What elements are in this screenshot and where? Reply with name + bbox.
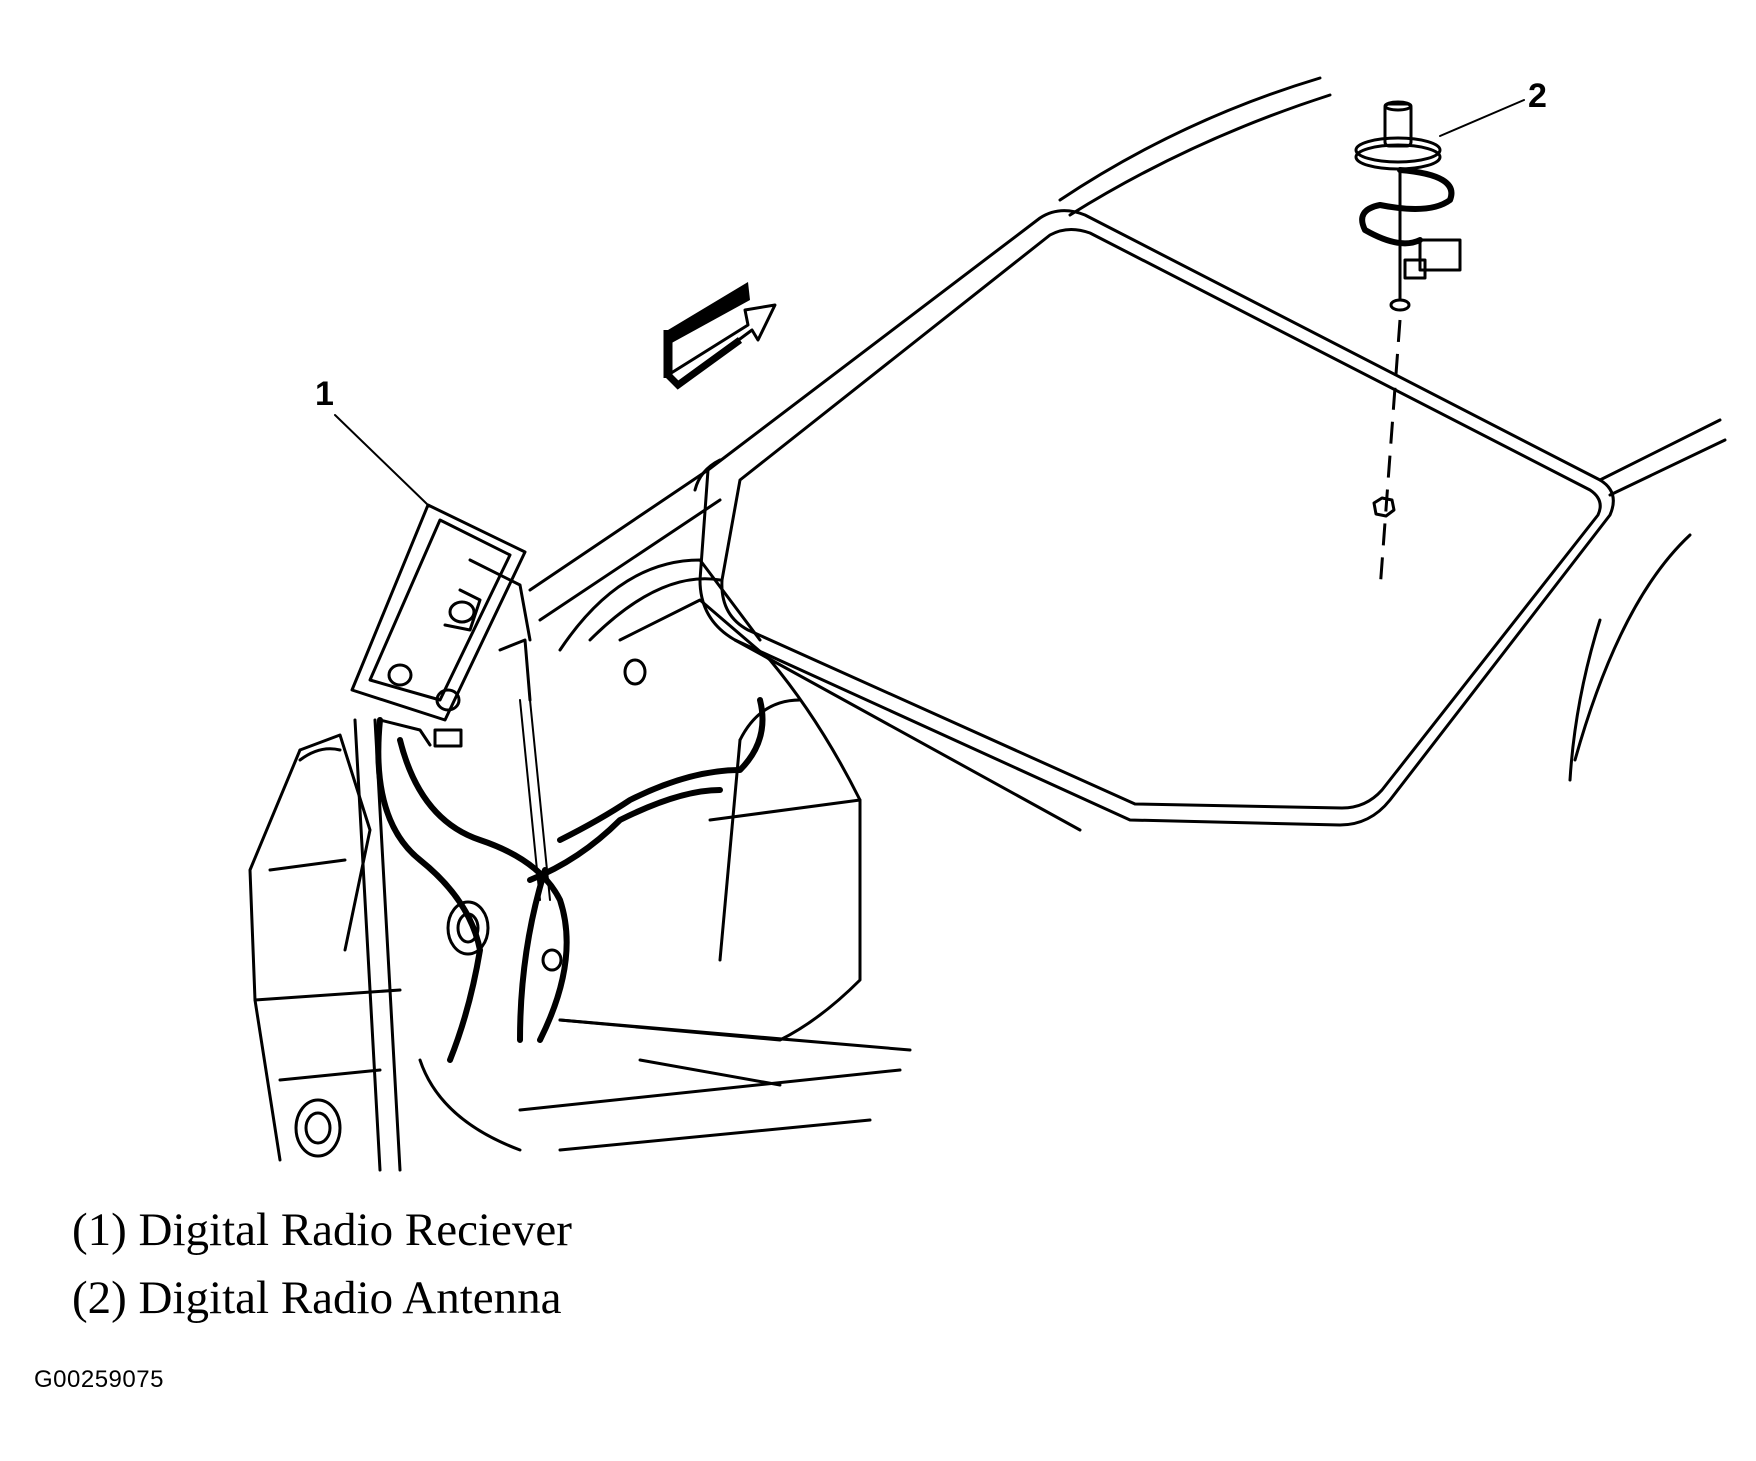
digital-radio-receiver: [350, 503, 532, 748]
strut-tower: [518, 598, 912, 1152]
legend-item-antenna: (2) Digital Radio Antenna: [72, 1272, 562, 1324]
forward-arrow-icon: [663, 282, 777, 390]
roof-outline: [1058, 76, 1332, 217]
wiring-harness: [375, 697, 766, 1063]
cowl-lines: [528, 418, 1727, 832]
windshield-frame: [693, 209, 1615, 827]
vehicle-diagram: 1 2: [248, 76, 1727, 1172]
callout-1: 1: [315, 375, 429, 506]
legend: (1) Digital Radio Reciever (2) Digital R…: [72, 1196, 572, 1332]
callout-2: 2: [1439, 77, 1547, 137]
callout-2-number: 2: [1528, 77, 1547, 115]
dash-structure: [248, 718, 522, 1172]
legend-item-receiver: (1) Digital Radio Reciever: [72, 1204, 572, 1256]
digital-radio-antenna: [1354, 100, 1462, 591]
callout-1-number: 1: [315, 375, 334, 413]
figure-id: G00259075: [34, 1366, 164, 1393]
